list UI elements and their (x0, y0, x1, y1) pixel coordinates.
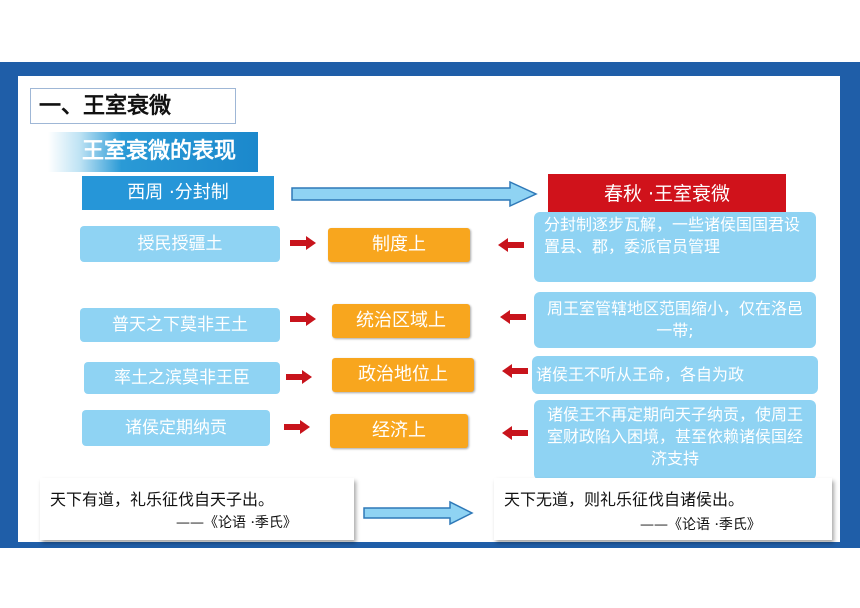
arrow-right-icon (286, 370, 312, 384)
arrow-left-icon (500, 310, 526, 324)
section-heading: 一、王室衰微 (30, 88, 236, 124)
transition-arrow-icon (291, 180, 538, 208)
aspect-label: 经济上 (330, 414, 468, 448)
quote-right-text: 天下无道，则礼乐征伐自诸侯出。 (504, 490, 745, 509)
arrow-right-icon (284, 420, 310, 434)
aspect-label: 统治区域上 (332, 304, 470, 338)
arrow-left-icon (502, 364, 528, 378)
quote-right: 天下无道，则礼乐征伐自诸侯出。 ——《论语 ·季氏》 (494, 478, 832, 540)
aspect-label: 制度上 (328, 228, 470, 262)
spring-autumn-header: 春秋 ·王室衰微 (548, 174, 786, 214)
spring-autumn-item: 诸侯王不听从王命，各自为政 (532, 356, 818, 394)
sub-heading: 王室衰微的表现 (48, 132, 258, 172)
aspect-label: 政治地位上 (332, 358, 474, 392)
western-zhou-item: 率土之滨莫非王臣 (84, 362, 280, 394)
quote-left-text: 天下有道，礼乐征伐自天子出。 (50, 490, 275, 509)
arrow-right-icon (290, 236, 316, 250)
spring-autumn-item: 诸侯王不再定期向天子纳贡，使周王室财政陷入困境，甚至依赖诸侯国经济支持 (534, 400, 816, 480)
western-zhou-item: 普天之下莫非王土 (80, 308, 280, 342)
quote-right-source: ——《论语 ·季氏》 (640, 517, 761, 533)
western-zhou-item: 授民授疆土 (80, 226, 280, 262)
quote-left-source: ——《论语 ·季氏》 (176, 515, 297, 531)
spring-autumn-item: 分封制逐步瓦解，一些诸侯国国君设置县、郡，委派官员管理 (534, 212, 816, 282)
arrow-left-icon (502, 426, 528, 440)
western-zhou-item: 诸侯定期纳贡 (82, 410, 270, 446)
comparison-arrow-icon (363, 500, 474, 526)
arrow-right-icon (290, 312, 316, 326)
quote-left: 天下有道，礼乐征伐自天子出。 ——《论语 ·季氏》 (40, 478, 354, 540)
western-zhou-header: 西周 ·分封制 (82, 176, 274, 210)
arrow-left-icon (498, 238, 524, 252)
spring-autumn-item: 周王室管辖地区范围缩小，仅在洛邑一带; (534, 292, 816, 348)
